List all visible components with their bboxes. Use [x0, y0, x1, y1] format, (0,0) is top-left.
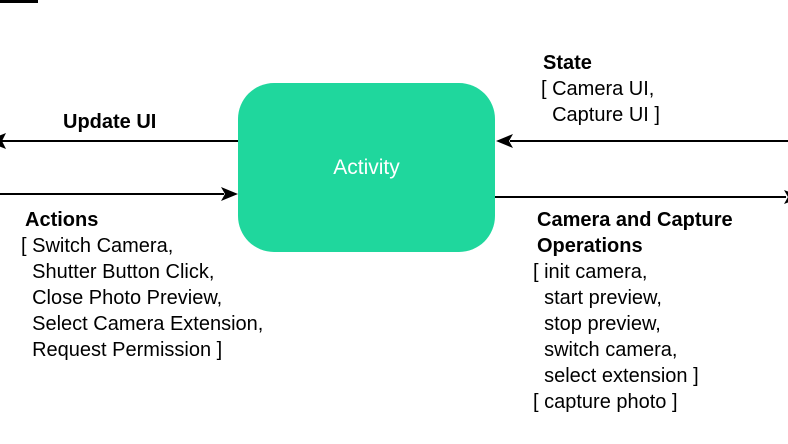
camera-ops-line-item: [ init camera,: [533, 261, 648, 283]
arrowhead-into-box-right-icon: [496, 134, 513, 148]
actions-line-item: Request Permission ]: [21, 339, 223, 361]
camera-ops-line-item: [ capture photo ]: [533, 391, 678, 413]
cutoff-top-bar: [0, 0, 38, 3]
camera-ops-title: Camera and Capture Operations: [537, 209, 733, 257]
camera-ops-line-item: switch camera,: [533, 339, 678, 361]
state-line-item: Capture UI ]: [541, 104, 660, 126]
state-block: State [ Camera UI, Capture UI ]: [541, 50, 660, 128]
actions-title: Actions: [25, 209, 99, 231]
activity-node-label: Activity: [333, 155, 400, 179]
activity-node: Activity: [238, 83, 495, 252]
camera-ops-block: Camera and Capture Operations [ init cam…: [533, 207, 753, 415]
camera-ops-line-item: select extension ]: [533, 365, 699, 387]
camera-ops-line-item: stop preview,: [533, 313, 661, 335]
arrowhead-right-edge-icon: [784, 190, 788, 204]
arrowhead-into-box-left-icon: [221, 187, 238, 201]
update-ui-label: Update UI: [63, 111, 157, 133]
state-line-item: [ Camera UI,: [541, 78, 655, 100]
actions-line-item: Close Photo Preview,: [21, 287, 223, 309]
actions-line-item: Shutter Button Click,: [21, 261, 215, 283]
actions-line-item: [ Switch Camera,: [21, 235, 174, 257]
state-title: State: [543, 52, 592, 74]
actions-line-item: Select Camera Extension,: [21, 313, 264, 335]
actions-block: Actions [ Switch Camera, Shutter Button …: [21, 207, 263, 363]
arrowhead-left-edge-icon: [0, 133, 6, 149]
camera-ops-line-item: start preview,: [533, 287, 662, 309]
